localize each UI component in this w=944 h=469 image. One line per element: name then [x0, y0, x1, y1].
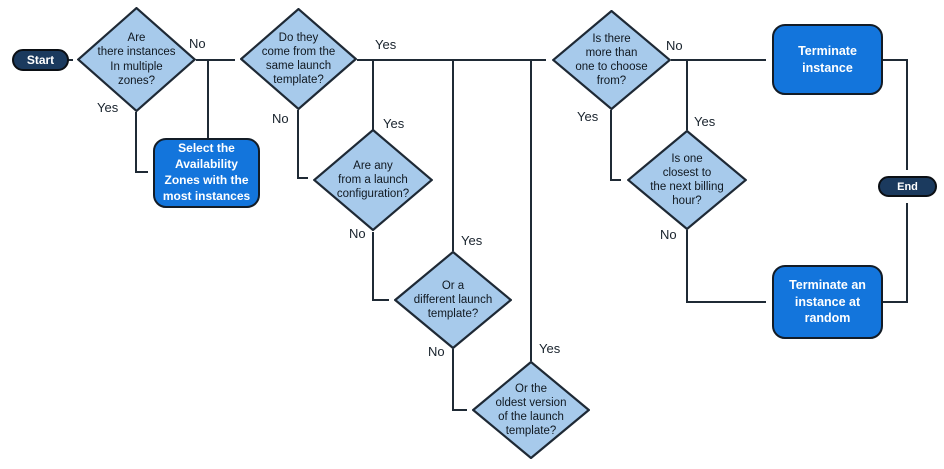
edge-label-different-template-yes: Yes	[461, 233, 483, 248]
diamond-shape	[627, 130, 747, 230]
start-node: Start	[12, 49, 69, 71]
process-terminate-random-label: Terminate an instance at random	[789, 278, 866, 326]
edge-label-more-than-one-yes: Yes	[577, 109, 599, 124]
decision-same-launch-template-label: Do they come from the same launch templa…	[261, 31, 336, 87]
process-select-az: Select the Availability Zones with the m…	[153, 138, 260, 208]
edge-label-same-template-no: No	[272, 111, 289, 126]
decision-more-than-one-label: Is there more than one to choose from?	[575, 32, 648, 88]
edge-billing-hour-no	[686, 230, 766, 303]
decision-different-launch-template: Or a different launch template?	[394, 251, 512, 349]
diamond-shape	[313, 129, 433, 231]
decision-same-launch-template: Do they come from the same launch templa…	[240, 8, 357, 110]
edge-label-launch-config-yes: Yes	[383, 116, 405, 131]
edge-same-template-no	[297, 110, 308, 179]
decision-more-than-one: Is there more than one to choose from?	[552, 10, 671, 110]
diamond-shape	[77, 7, 196, 112]
diamond-shape	[240, 8, 357, 110]
decision-launch-configuration: Are any from a launch configuration?	[313, 129, 433, 231]
process-terminate-instance-label: Terminate instance	[798, 44, 857, 75]
process-terminate-random: Terminate an instance at random	[772, 265, 883, 339]
diamond-shape	[472, 361, 590, 459]
edge-label-more-than-one-no: No	[666, 38, 683, 53]
process-select-az-label: Select the Availability Zones with the m…	[162, 141, 251, 203]
edge-label-oldest-version-yes: Yes	[539, 341, 561, 356]
end-label: End	[897, 180, 918, 193]
edge-label-multiple-zones-yes: Yes	[97, 100, 119, 115]
edge-label-launch-config-no: No	[349, 226, 366, 241]
edge-more-than-one-yes	[610, 110, 621, 181]
decision-billing-hour: Is one closest to the next billing hour?	[627, 130, 747, 230]
decision-different-launch-template-label: Or a different launch template?	[413, 279, 493, 320]
edge-label-multiple-zones-no: No	[189, 36, 206, 51]
decision-oldest-version-label: Or the oldest version of the launch temp…	[495, 382, 567, 438]
end-node: End	[878, 176, 937, 197]
decision-multiple-zones-label: Are there instances In multiple zones?	[97, 32, 176, 87]
decision-oldest-version: Or the oldest version of the launch temp…	[472, 361, 590, 459]
decision-multiple-zones: Are there instances In multiple zones?	[77, 7, 196, 112]
decision-billing-hour-label: Is one closest to the next billing hour?	[650, 152, 724, 208]
edge-random-to-end	[883, 203, 908, 303]
edge-multiple-zones-yes	[135, 112, 148, 173]
edge-label-billing-hour-no: No	[660, 227, 677, 242]
edge-different-template-no	[452, 349, 467, 411]
diamond-shape	[394, 251, 512, 349]
start-label: Start	[26, 53, 55, 67]
diamond-shape	[552, 10, 671, 110]
edge-label-billing-hour-yes: Yes	[694, 114, 716, 129]
edge-label-different-template-no: No	[428, 344, 445, 359]
edge-launch-config-no	[372, 232, 389, 301]
edge-label-same-template-yes: Yes	[375, 37, 397, 52]
process-terminate-instance: Terminate instance	[772, 24, 883, 95]
decision-launch-configuration-label: Are any from a launch configuration?	[336, 159, 410, 200]
edge-terminate-to-end	[883, 59, 908, 170]
